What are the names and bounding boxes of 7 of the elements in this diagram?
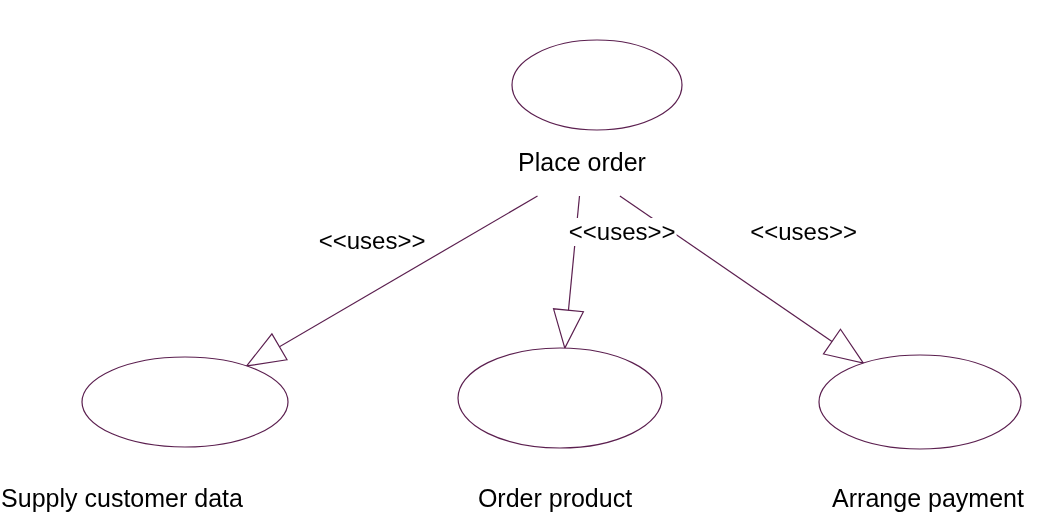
arrow: [246, 195, 539, 367]
use-case-name: Order product: [477, 484, 633, 513]
use-case-name: Arrange payment: [832, 484, 1024, 513]
edge-label: <<uses>>: [567, 218, 677, 246]
use-case-name: Supply customer data: [1, 484, 243, 513]
arrow: [619, 195, 864, 364]
use-case-name: Place order: [518, 148, 646, 177]
